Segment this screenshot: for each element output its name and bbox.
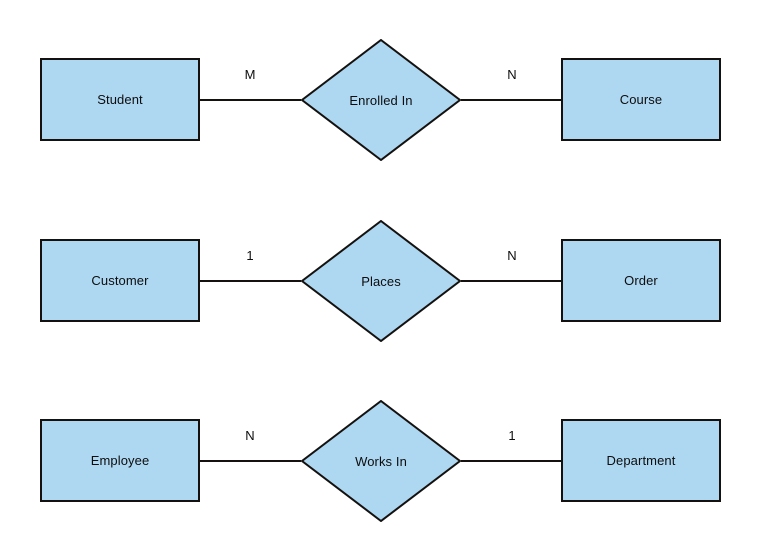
cardinality-label-left: M [244, 67, 256, 82]
connector-line-right [461, 460, 561, 462]
entity-box-student[interactable]: Student [40, 58, 200, 141]
er-relationship-row: Employee N Works In 1 Department [0, 400, 761, 522]
entity-label: Employee [90, 453, 150, 468]
entity-box-course[interactable]: Course [561, 58, 721, 141]
entity-box-department[interactable]: Department [561, 419, 721, 502]
cardinality-label-left: 1 [246, 248, 254, 263]
cardinality-label-right: N [507, 67, 517, 82]
diamond-shape-icon [301, 220, 461, 342]
entity-box-employee[interactable]: Employee [40, 419, 200, 502]
relationship-diamond-places[interactable]: Places [301, 220, 461, 342]
entity-label: Customer [91, 273, 149, 288]
connector-line-right [461, 280, 561, 282]
er-relationship-row: Student M Enrolled In N Course [0, 39, 761, 161]
connector-line-left [200, 280, 301, 282]
er-relationship-row: Customer 1 Places N Order [0, 220, 761, 342]
entity-label: Department [606, 453, 676, 468]
relationship-diamond-works-in[interactable]: Works In [301, 400, 461, 522]
cardinality-label-left: N [245, 428, 255, 443]
entity-label: Order [624, 273, 658, 288]
cardinality-label-right: 1 [508, 428, 516, 443]
cardinality-label-right: N [507, 248, 517, 263]
connector-line-left [200, 460, 301, 462]
entity-label: Student [97, 92, 143, 107]
connector-line-left [200, 99, 301, 101]
connector-line-right [461, 99, 561, 101]
diamond-shape-icon [301, 39, 461, 161]
relationship-diamond-enrolled-in[interactable]: Enrolled In [301, 39, 461, 161]
entity-box-order[interactable]: Order [561, 239, 721, 322]
entity-label: Course [619, 92, 663, 107]
entity-box-customer[interactable]: Customer [40, 239, 200, 322]
diamond-shape-icon [301, 400, 461, 522]
